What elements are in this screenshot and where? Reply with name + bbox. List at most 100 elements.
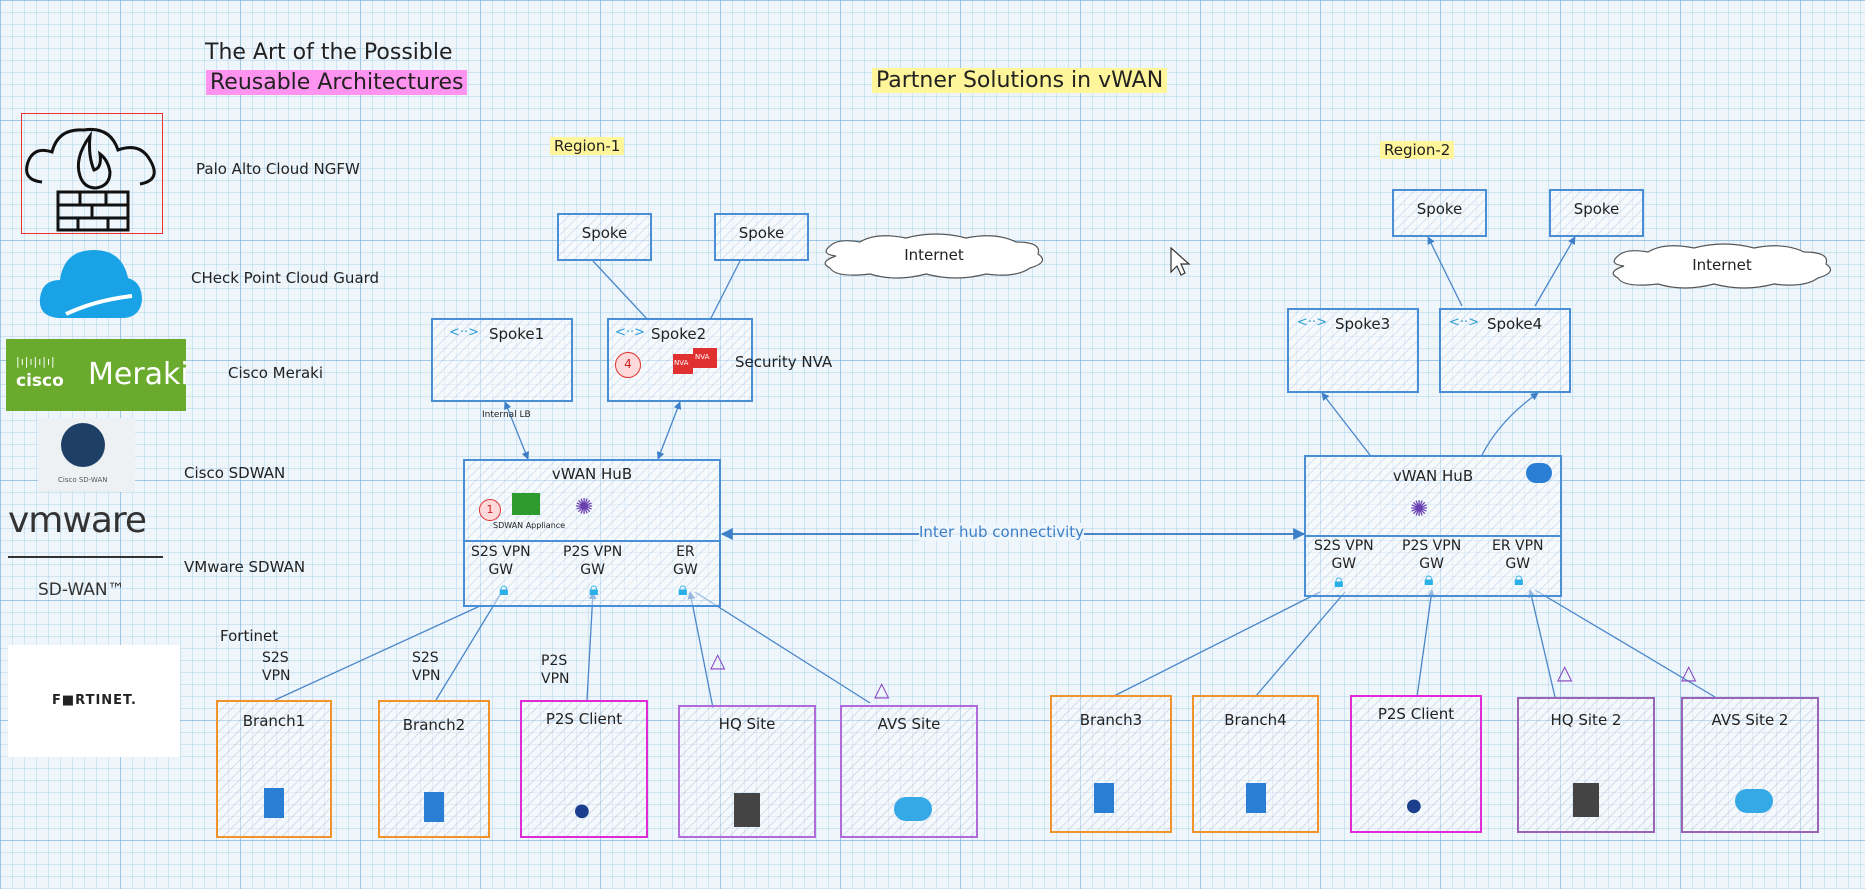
link-spoke1-hub <box>504 401 529 460</box>
hub-network-icon: ✺ <box>575 495 594 520</box>
vmware-divider <box>8 556 163 558</box>
hq-site: HQ Site <box>678 705 816 838</box>
spoke3-label: Spoke3 <box>1335 315 1391 333</box>
hub-divider <box>1306 535 1560 537</box>
p2s-client-site: P2S Client ● <box>520 700 648 838</box>
branch2-site: Branch2 <box>378 700 490 838</box>
mouse-cursor-icon <box>1170 246 1191 276</box>
site-label: Branch1 <box>242 712 306 730</box>
legend-label-checkpoint: CHeck Point Cloud Guard <box>191 269 380 287</box>
building-icon <box>1246 783 1266 813</box>
hq-site-2: HQ Site 2 <box>1517 697 1655 833</box>
region1-internet-cloud: Internet <box>816 232 1052 280</box>
link-s2s-branch4 <box>1254 591 1346 698</box>
gateway-lock-icon: 🔒︎ <box>589 579 599 600</box>
site-label: Branch4 <box>1224 711 1287 729</box>
nva-monitor-icon: NVA <box>673 354 693 374</box>
er-circuit-icon: △ <box>874 677 890 701</box>
site-label: P2S Client <box>1377 705 1455 723</box>
link-spoke-b-spoke2 <box>709 260 741 321</box>
vnet-icon: <··> <box>615 325 646 340</box>
s2s-vpn-link-label: S2S VPN <box>262 650 291 684</box>
p2s-client2-site: P2S Client ● <box>1350 695 1482 833</box>
region2-internet-cloud: Internet <box>1604 242 1840 290</box>
p2s-gateway-label: P2S VPN GW <box>1402 538 1462 572</box>
user-icon: ● <box>1406 795 1422 816</box>
avs-cloud-icon <box>1735 789 1773 813</box>
spoke4-vnet: <··> Spoke4 <box>1439 308 1571 393</box>
site-label: Branch2 <box>402 716 466 734</box>
cloud-security-icon <box>1526 463 1552 483</box>
spoke2-vnet: <··> Spoke2 4 NVA NVA <box>607 318 753 402</box>
office-building-icon <box>734 793 760 827</box>
region1-spoke-b: Spoke <box>714 213 809 261</box>
link-er-hq2 <box>1527 589 1556 698</box>
fortinet-logo: F■RTINET. <box>8 645 180 757</box>
gateway-lock-icon: 🔒︎ <box>1424 569 1434 590</box>
link-spoke-c-spoke4 <box>1427 236 1463 307</box>
cisco-bars-icon: |ı|ı|ı|ı| <box>16 355 56 368</box>
link-spoke3-hub2 <box>1321 392 1371 456</box>
palo-alto-firewall-icon <box>21 113 163 234</box>
region2-vwan-hub: vWAN HuB ✺ S2S VPN GW P2S VPN GW ER VPN … <box>1304 455 1562 597</box>
avs-cloud-icon <box>894 797 932 821</box>
region2-label: Region-2 <box>1380 141 1455 159</box>
region1-label: Region-1 <box>550 137 625 155</box>
building-icon <box>264 788 284 818</box>
link-s2s-branch2 <box>435 589 504 701</box>
legend-label-fortinet: Fortinet <box>220 627 279 645</box>
office-building-icon <box>1573 783 1599 817</box>
spoke2-label: Spoke2 <box>651 325 707 343</box>
region2-spoke-a: Spoke <box>1392 189 1487 237</box>
link-spoke4-hub2 <box>1481 392 1539 456</box>
fortinet-logo-text: F■RTINET. <box>52 693 137 708</box>
sdwan-appliance-icon <box>512 493 540 515</box>
link-spoke-a-spoke2 <box>592 260 649 321</box>
p2s-gateway-label: P2S VPN GW <box>563 544 623 578</box>
cisco-sdwan-logo: Cisco SD-WAN <box>38 418 135 492</box>
legend-label-meraki: Cisco Meraki <box>228 364 324 382</box>
legend-label-palo-alto: Palo Alto Cloud NGFW <box>196 160 360 178</box>
p2s-vpn-link-label: P2S VPN <box>541 653 570 687</box>
vmware-logo-text: vmware <box>8 500 147 541</box>
site-label: Branch3 <box>1079 711 1143 729</box>
region1-spoke-a: Spoke <box>557 213 652 261</box>
cisco-sdwan-caption: Cisco SD-WAN <box>58 476 108 484</box>
site-label: P2S Client <box>545 710 623 728</box>
link-p2s-client1 <box>586 591 597 701</box>
checkpoint-cloud-icon <box>36 244 144 322</box>
link-er-hq <box>687 591 714 709</box>
branch3-site: Branch3 <box>1050 695 1172 833</box>
avs-site: AVS Site <box>840 705 978 838</box>
region2-spoke-b: Spoke <box>1549 189 1644 237</box>
link-s2s-branch1 <box>274 605 481 701</box>
region1-vwan-hub: vWAN HuB 1 SDWAN Appliance ✺ S2S VPN GW … <box>463 459 721 607</box>
er-gateway-label: ER GW <box>673 544 698 578</box>
er-circuit-icon: △ <box>1557 660 1573 684</box>
hub-network-icon: ✺ <box>1410 497 1429 522</box>
step-badge: 1 <box>479 499 501 521</box>
hub-divider <box>465 540 719 542</box>
vmware-sdwan-text: SD-WAN™ <box>38 580 125 600</box>
link-spoke-d-spoke4 <box>1534 236 1576 307</box>
cisco-logo-text: cisco <box>16 371 64 391</box>
er-circuit-icon: △ <box>710 648 726 672</box>
nva-monitor-icon: NVA <box>693 348 717 368</box>
sdwan-appliance-label: SDWAN Appliance <box>493 521 566 530</box>
vnet-icon: <··> <box>1297 315 1328 330</box>
vnet-icon: <··> <box>449 325 480 340</box>
cisco-meraki-logo: |ı|ı|ı|ı| cisco Meraki <box>6 339 189 411</box>
step-badge: 4 <box>615 352 641 378</box>
gateway-lock-icon: 🔒︎ <box>499 579 509 600</box>
meraki-logo-text: Meraki <box>88 357 189 392</box>
link-er-avs <box>694 591 871 704</box>
gateway-lock-icon: 🔒︎ <box>1334 571 1344 592</box>
cisco-sdwan-globe-icon <box>61 423 105 467</box>
gateway-lock-icon: 🔒︎ <box>1514 569 1524 590</box>
spoke-label: Spoke <box>738 224 785 242</box>
diagram-heading: Partner Solutions in vWAN <box>872 68 1168 93</box>
avs-site-2: AVS Site 2 <box>1681 697 1819 833</box>
link-spoke2-hub <box>656 401 682 460</box>
er-circuit-icon: △ <box>1681 660 1697 684</box>
gateway-lock-icon: 🔒︎ <box>678 579 688 600</box>
